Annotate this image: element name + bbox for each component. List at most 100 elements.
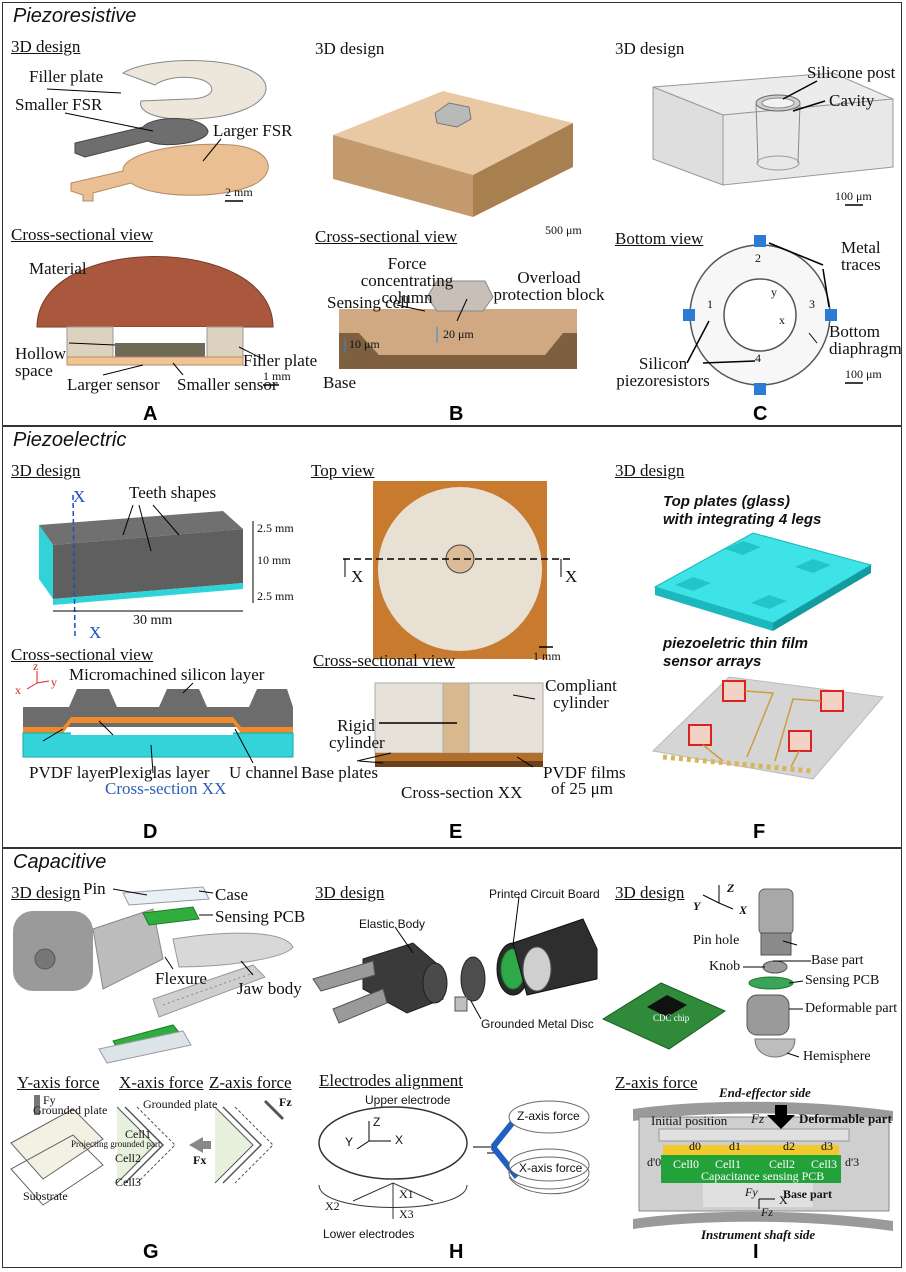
label-axis-y-h: Y <box>345 1135 354 1149</box>
label-scale-500um: 500 μm <box>545 223 582 237</box>
panel-i-instrument-3d <box>601 885 811 1058</box>
label-20um: 20 μm <box>443 327 474 341</box>
label-scale-1mm-e: 1 mm <box>533 649 561 663</box>
label-cell3-g: Cell3 <box>115 1175 141 1189</box>
label-x-axis-force-h: X-axis force <box>519 1161 583 1175</box>
label-sensing-pcb-i: Sensing PCB <box>805 973 880 988</box>
label-d3-prime: d'3 <box>845 1155 860 1169</box>
panel-a-cross-section-drawing <box>36 256 279 386</box>
label-x-i-z: X <box>779 1193 788 1207</box>
panel-d-cross-section <box>22 671 294 774</box>
label-teeth-shapes: Teeth shapes <box>129 483 217 502</box>
subtitle-y-axis-force: Y-axis force <box>17 1073 100 1092</box>
panel-letter-d: D <box>143 821 158 843</box>
label-upper-electrode: Upper electrode <box>365 1093 451 1107</box>
label-printed-circuit-board: Printed Circuit Board <box>489 887 600 901</box>
panel-g-force-diagrams <box>10 1095 285 1206</box>
label-pvdf-layer: PVDF layer <box>29 763 111 782</box>
section-piezoelectric: Piezoelectric 3D design Teeth shapes X X… <box>2 426 902 848</box>
panel-e-cross-section <box>356 682 544 768</box>
label-cavity: Cavity <box>829 91 875 110</box>
label-pin-hole: Pin hole <box>693 933 740 948</box>
label-smaller-sensor: Smaller sensor <box>177 375 278 394</box>
panel-a-design-title: 3D design <box>11 37 81 56</box>
panel-h-align-title: Electrodes alignment <box>319 1071 463 1090</box>
label-grounded-plate-2: Grounded plate <box>143 1097 218 1111</box>
label-hemisphere: Hemisphere <box>803 1049 871 1064</box>
label-axis-y-i: Y <box>693 899 701 913</box>
panel-e-cross-title: Cross-sectional view <box>313 651 456 670</box>
label-projecting-grounded: Projecting grounded part <box>71 1139 161 1149</box>
label-sensing-pcb-g: Sensing PCB <box>215 907 306 926</box>
label-micromachined-silicon: Micromachined silicon layer <box>69 665 265 684</box>
label-material: Material <box>29 259 87 278</box>
label-base-part-i: Base part <box>811 953 864 968</box>
label-cell0-i: Cell0 <box>673 1157 699 1171</box>
panel-f-sensor-array <box>651 676 884 780</box>
label-x-bottom-d: X <box>89 623 102 642</box>
label-larger-sensor: Larger sensor <box>67 375 160 394</box>
label-x1: X1 <box>399 1187 414 1201</box>
label-x-left-e: X <box>351 567 364 586</box>
label-hollow-space: Hollow space <box>15 344 66 380</box>
panel-a-cross-title: Cross-sectional view <box>11 225 154 244</box>
label-resistor-4: 4 <box>755 351 761 365</box>
panel-letter-g: G <box>143 1241 159 1263</box>
label-jaw-body: Jaw body <box>237 979 302 998</box>
label-d2: d2 <box>783 1139 795 1153</box>
subtitle-x-axis-force: X-axis force <box>119 1073 204 1092</box>
panel-h-design-title: 3D design <box>315 883 385 902</box>
panel-e-top-view <box>343 481 573 659</box>
label-cdc-chip: CDC chip <box>653 1013 690 1023</box>
panel-b-design-title: 3D design <box>315 39 385 58</box>
panel-h-electrodes <box>318 1100 590 1219</box>
label-lower-electrodes: Lower electrodes <box>323 1227 415 1241</box>
label-fz-i-top: Fz <box>751 1111 764 1126</box>
label-d0-prime: d'0 <box>647 1155 662 1169</box>
label-axis-x-c: x <box>779 313 785 327</box>
panel-letter-a: A <box>143 403 158 425</box>
label-cell1-i: Cell1 <box>715 1157 741 1171</box>
label-smaller-fsr: Smaller FSR <box>15 95 103 114</box>
label-fx-g: Fx <box>193 1153 207 1167</box>
label-resistor-3: 3 <box>809 297 815 311</box>
label-flexure: Flexure <box>155 969 207 988</box>
label-scale-2mm: 2 mm <box>225 185 253 199</box>
label-sensor-arrays: sensor arrays <box>663 653 762 670</box>
label-case: Case <box>215 885 249 904</box>
label-metal-traces: Metal traces <box>841 238 881 274</box>
label-fz-g: Fz <box>279 1095 292 1109</box>
label-silicone-post: Silicone post <box>807 63 896 82</box>
label-fy-i: Fy <box>745 1185 758 1199</box>
label-larger-fsr: Larger FSR <box>213 121 293 140</box>
label-axis-z-i: Z <box>727 881 735 895</box>
panel-d-design-title: 3D design <box>11 461 81 480</box>
panel-c-3d-cube <box>652 72 894 206</box>
label-fy-g: Fy <box>43 1093 56 1107</box>
panel-h-gripper-exploded <box>312 896 598 1024</box>
label-u-channel: U channel <box>229 763 299 782</box>
label-x-top-d: X <box>73 487 86 506</box>
label-resistor-2: 2 <box>755 251 761 265</box>
panel-i-zforce-title: Z-axis force <box>615 1073 698 1092</box>
panel-c-bottom-title: Bottom view <box>615 229 704 248</box>
label-initial-position: Initial position <box>651 1113 728 1128</box>
label-axis-x-i: X <box>739 903 748 917</box>
label-deformable-part-z: Deformable part <box>799 1111 892 1126</box>
panel-letter-c: C <box>753 403 768 425</box>
panel-g-design-title: 3D design <box>11 883 81 902</box>
label-cell3-i: Cell3 <box>811 1157 837 1171</box>
section-title: Piezoresistive <box>13 5 137 27</box>
label-filler-plate: Filler plate <box>29 67 104 86</box>
label-10um: 10 μm <box>349 337 380 351</box>
panel-b-cross-title: Cross-sectional view <box>315 227 458 246</box>
label-pin: Pin <box>83 879 106 898</box>
label-base-plates: Base plates <box>301 763 378 782</box>
label-capacitance-pcb: Capacitance sensing PCB <box>701 1169 825 1183</box>
label-d1: d1 <box>729 1139 741 1153</box>
label-axis-z-d: z <box>33 659 39 673</box>
label-sensing-cell: Sensing cell <box>327 293 410 312</box>
label-axis-x-d: x <box>15 683 21 697</box>
panel-f-glass-plate <box>653 532 873 631</box>
label-scale-1mm: 1 mm <box>263 369 291 383</box>
